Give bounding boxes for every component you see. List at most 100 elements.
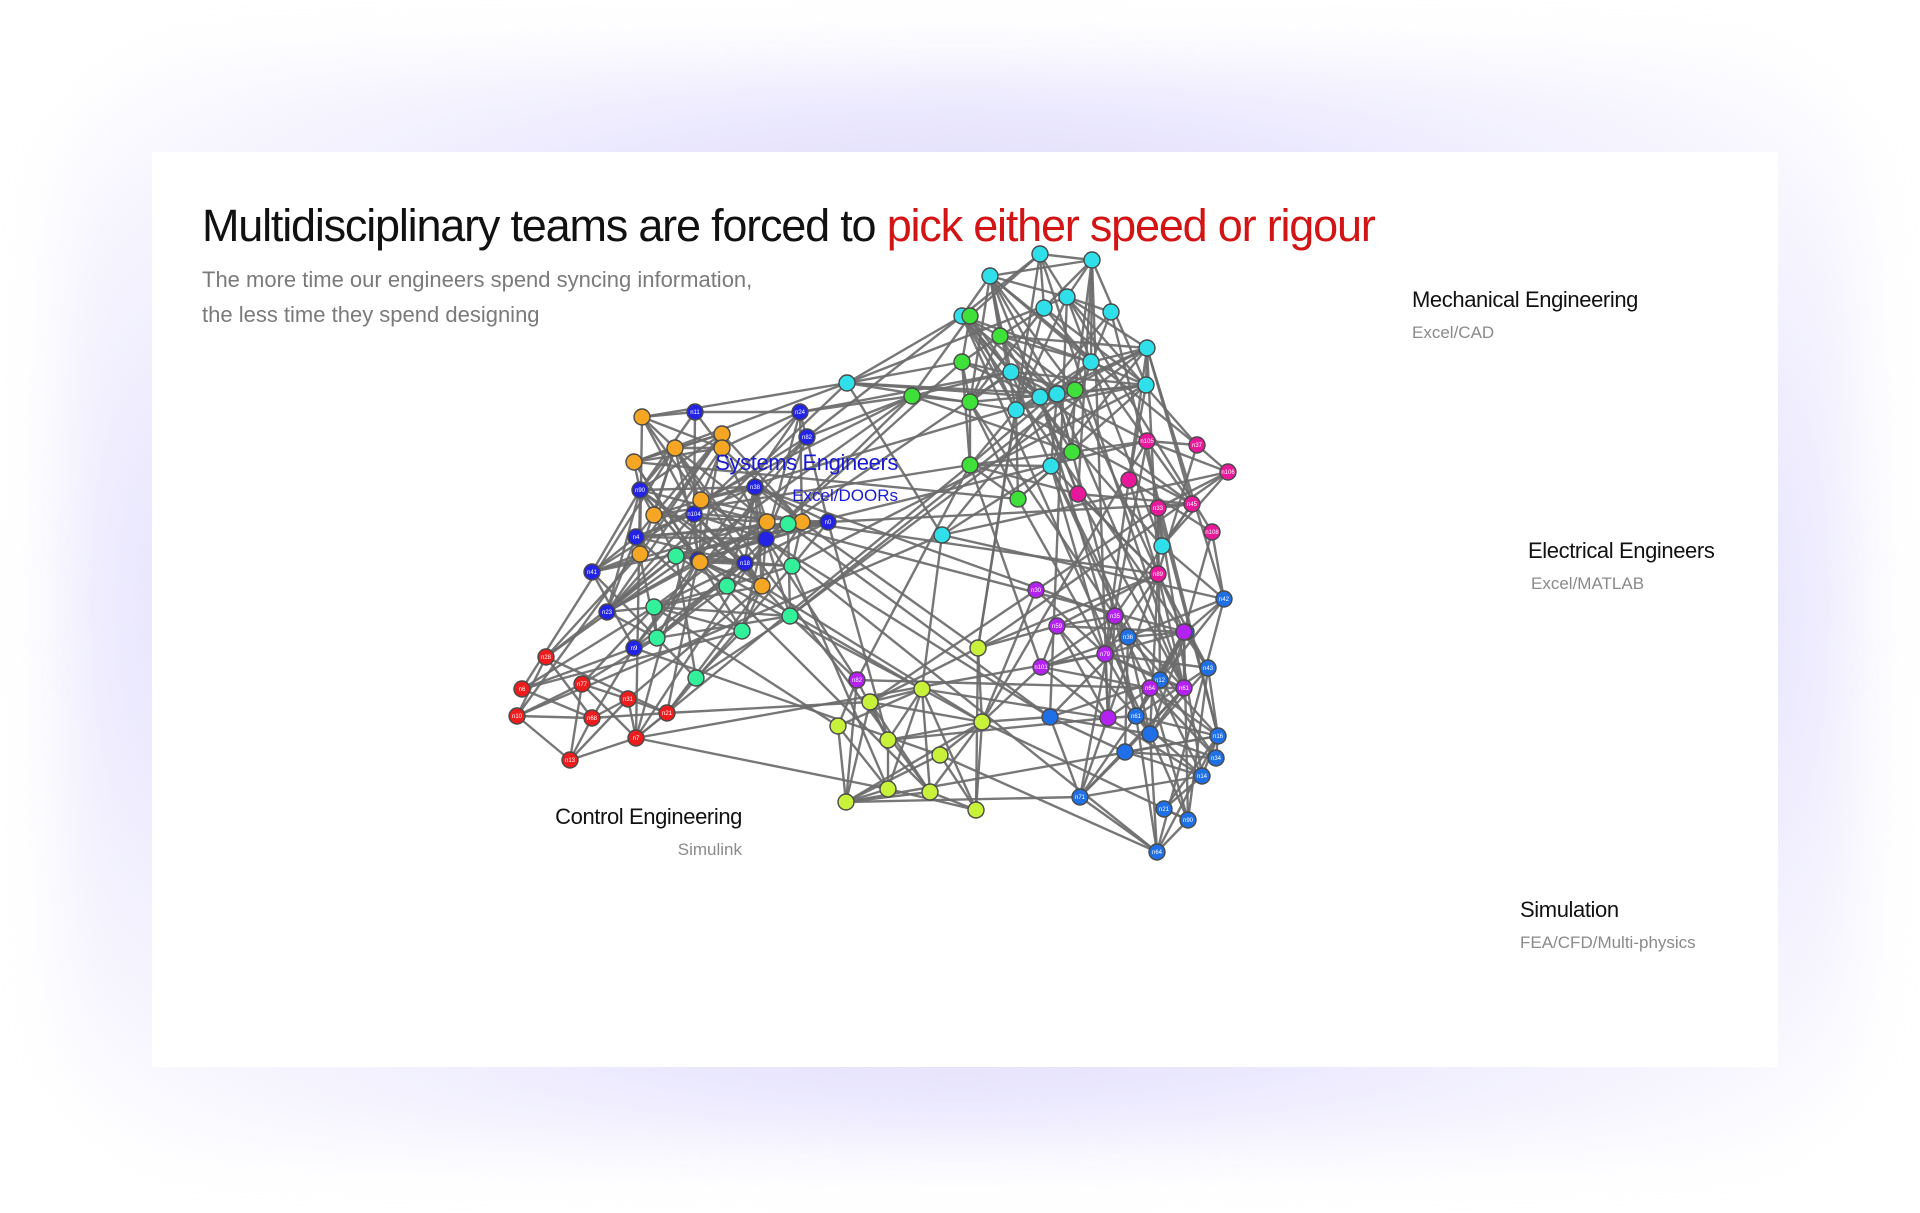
network-edge bbox=[1124, 687, 1185, 753]
network-node bbox=[931, 746, 949, 764]
network-edge bbox=[969, 315, 1012, 373]
network-edge bbox=[1015, 383, 1147, 412]
network-edge bbox=[845, 795, 1081, 804]
network-edge bbox=[545, 656, 593, 719]
node-circle bbox=[627, 528, 645, 546]
node-circle bbox=[508, 707, 526, 725]
node-label: n105 bbox=[1140, 439, 1154, 445]
group-label-systems: Systems Engineers Excel/DOORs bbox=[552, 450, 898, 506]
network-edge bbox=[653, 584, 763, 609]
node-circle bbox=[903, 387, 921, 405]
node-circle bbox=[1175, 623, 1193, 641]
network-edge bbox=[1056, 572, 1159, 628]
node-circle bbox=[645, 598, 663, 616]
network-edge bbox=[590, 647, 636, 719]
network-node bbox=[1042, 457, 1060, 475]
network-node: n106 bbox=[1219, 463, 1237, 481]
network-edge bbox=[635, 736, 889, 791]
network-edge bbox=[666, 585, 763, 714]
network-edge bbox=[846, 360, 963, 385]
network-edge bbox=[726, 523, 789, 587]
network-node bbox=[781, 607, 799, 625]
network-node: n61 bbox=[1127, 707, 1145, 725]
network-edge bbox=[1049, 715, 1151, 736]
network-edge bbox=[1127, 636, 1219, 737]
node-label: n104 bbox=[687, 512, 701, 518]
network-node bbox=[713, 439, 731, 457]
network-edge bbox=[1040, 666, 1109, 719]
node-circle bbox=[1193, 767, 1211, 785]
network-edge bbox=[869, 700, 983, 724]
network-edge bbox=[653, 605, 791, 618]
network-node: n82 bbox=[848, 671, 866, 689]
node-circle bbox=[921, 783, 939, 801]
network-edge bbox=[920, 688, 978, 811]
network-edge bbox=[887, 720, 983, 742]
node-label: n61 bbox=[1179, 686, 1190, 692]
node-circle bbox=[1209, 727, 1227, 745]
network-node bbox=[903, 387, 921, 405]
node-circle bbox=[692, 491, 710, 509]
node-circle bbox=[1099, 709, 1117, 727]
network-edge bbox=[760, 521, 804, 587]
simulation-title: Simulation bbox=[1520, 897, 1619, 922]
node-circle bbox=[1027, 581, 1045, 599]
network-node bbox=[973, 713, 991, 731]
node-label: n21 bbox=[1159, 807, 1170, 813]
node-label: n34 bbox=[1211, 756, 1222, 762]
network-node bbox=[648, 629, 666, 647]
network-node: n33 bbox=[1149, 499, 1167, 517]
network-edge bbox=[726, 584, 923, 691]
network-edge bbox=[969, 450, 1073, 467]
network-edge bbox=[641, 415, 723, 450]
network-edge bbox=[844, 679, 859, 803]
network-node: n4 bbox=[627, 528, 645, 546]
network-node bbox=[692, 491, 710, 509]
node-label: n7 bbox=[633, 736, 640, 742]
network-node bbox=[1069, 485, 1087, 503]
node-circle bbox=[1188, 436, 1206, 454]
network-edge bbox=[1127, 384, 1148, 481]
network-edge bbox=[1043, 259, 1093, 309]
network-node bbox=[1063, 443, 1081, 461]
network-edge bbox=[1163, 735, 1219, 810]
network-edge bbox=[699, 560, 763, 588]
network-edge bbox=[516, 682, 583, 718]
node-circle bbox=[658, 704, 676, 722]
node-circle bbox=[969, 639, 987, 657]
network-edge bbox=[1206, 667, 1220, 737]
network-edge bbox=[969, 401, 1116, 617]
network-node: n23 bbox=[598, 603, 616, 621]
node-circle bbox=[1106, 607, 1124, 625]
network-edge bbox=[1149, 687, 1219, 737]
slide-card: Multidisciplinary teams are forced to pi… bbox=[152, 152, 1778, 1067]
node-circle bbox=[879, 780, 897, 798]
node-circle bbox=[879, 731, 897, 749]
network-edge bbox=[1035, 589, 1106, 655]
node-circle bbox=[829, 717, 847, 735]
network-edge bbox=[988, 275, 1002, 337]
network-edge bbox=[635, 536, 743, 632]
node-label: n101 bbox=[1034, 665, 1048, 671]
node-label: n33 bbox=[1153, 506, 1164, 512]
node-circle bbox=[1141, 725, 1159, 743]
network-edge bbox=[1182, 531, 1214, 633]
network-edge bbox=[806, 394, 913, 439]
network-node: n90 bbox=[1179, 811, 1197, 829]
network-node: n64 bbox=[1141, 679, 1159, 697]
node-circle bbox=[583, 709, 601, 727]
network-edge bbox=[1148, 573, 1160, 735]
network-edge bbox=[799, 394, 913, 414]
network-edge bbox=[639, 485, 756, 492]
network-edge bbox=[666, 565, 793, 714]
node-circle bbox=[837, 793, 855, 811]
network-edge bbox=[1079, 796, 1158, 853]
network-edge bbox=[1065, 296, 1093, 363]
node-circle bbox=[1120, 471, 1138, 489]
node-circle bbox=[1175, 679, 1193, 697]
network-node bbox=[733, 622, 751, 640]
network-edge bbox=[911, 394, 1073, 454]
network-edge bbox=[969, 253, 1041, 317]
network-edge bbox=[974, 721, 984, 811]
node-circle bbox=[1069, 485, 1087, 503]
